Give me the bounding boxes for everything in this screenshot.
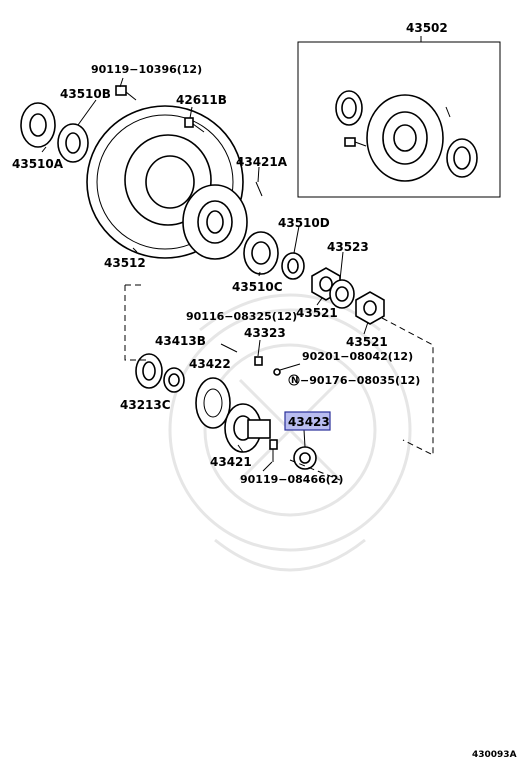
label-43510D: 43510D <box>278 216 330 230</box>
seal-43510A-shape <box>20 102 56 148</box>
cap-43423-shape <box>293 446 317 470</box>
label-43521-upper: 43521 <box>296 306 338 320</box>
nut-43521-lower-shape <box>355 291 385 325</box>
label-43510C: 43510C <box>232 280 283 294</box>
assembly-box-43502: 43502 <box>297 21 501 198</box>
leader-lines <box>41 77 369 472</box>
label-43510B: 43510B <box>60 87 111 101</box>
bolt-90119-08466-shape <box>269 439 278 462</box>
label-43521-lower: 43521 <box>346 335 388 349</box>
label-90201-08042: 90201−08042(12) <box>302 350 413 363</box>
label-90176-08035: −90176−08035(12) <box>300 374 420 387</box>
figure-number: 430093A <box>472 750 517 760</box>
label-43502: 43502 <box>406 21 448 35</box>
label-43423[interactable]: 43423 <box>288 415 330 429</box>
label-90119-08466: 90119−08466(2) <box>240 473 343 486</box>
label-43421A: 43421A <box>236 155 288 169</box>
label-43323: 43323 <box>244 326 286 340</box>
nut-n-letter: N <box>291 376 299 386</box>
washer-43523-shape <box>329 279 355 309</box>
pin-43421A-shape <box>255 181 263 197</box>
label-90119-10396: 90119−10396(12) <box>91 63 202 76</box>
seal-43510B-shape <box>57 123 89 163</box>
part-43323-shape <box>254 356 263 366</box>
axle-hub-shape <box>182 184 248 260</box>
hub-43421-shape <box>224 403 271 453</box>
nut-n-marker: N <box>288 374 300 386</box>
label-43512: 43512 <box>104 256 146 270</box>
label-43510A: 43510A <box>12 157 64 171</box>
label-90116-08325: 90116−08325(12) <box>186 310 297 323</box>
label-43421: 43421 <box>210 455 252 469</box>
gasket-43422-shape <box>195 377 231 429</box>
seal-43213C-shape <box>135 353 163 389</box>
bolt-90119-10396-shape <box>115 85 137 101</box>
washer-43510D-shape <box>281 252 305 280</box>
bearing-43510C-shape <box>243 231 279 275</box>
label-43413B: 43413B <box>155 334 206 348</box>
label-43523: 43523 <box>327 240 369 254</box>
label-43213C: 43213C <box>120 398 171 412</box>
highlighted-part-43423[interactable]: 43423 <box>284 411 331 431</box>
bolt-42611B-shape <box>184 117 205 133</box>
gasket-43413B-shape <box>163 367 185 393</box>
label-42611B: 42611B <box>176 93 227 107</box>
bolt-90116-08325-shape <box>220 343 238 353</box>
label-43422: 43422 <box>189 357 231 371</box>
dashed-leader-lines <box>124 284 434 481</box>
watermark-logo <box>168 293 412 572</box>
washer-90201-08042-shape <box>273 368 281 376</box>
